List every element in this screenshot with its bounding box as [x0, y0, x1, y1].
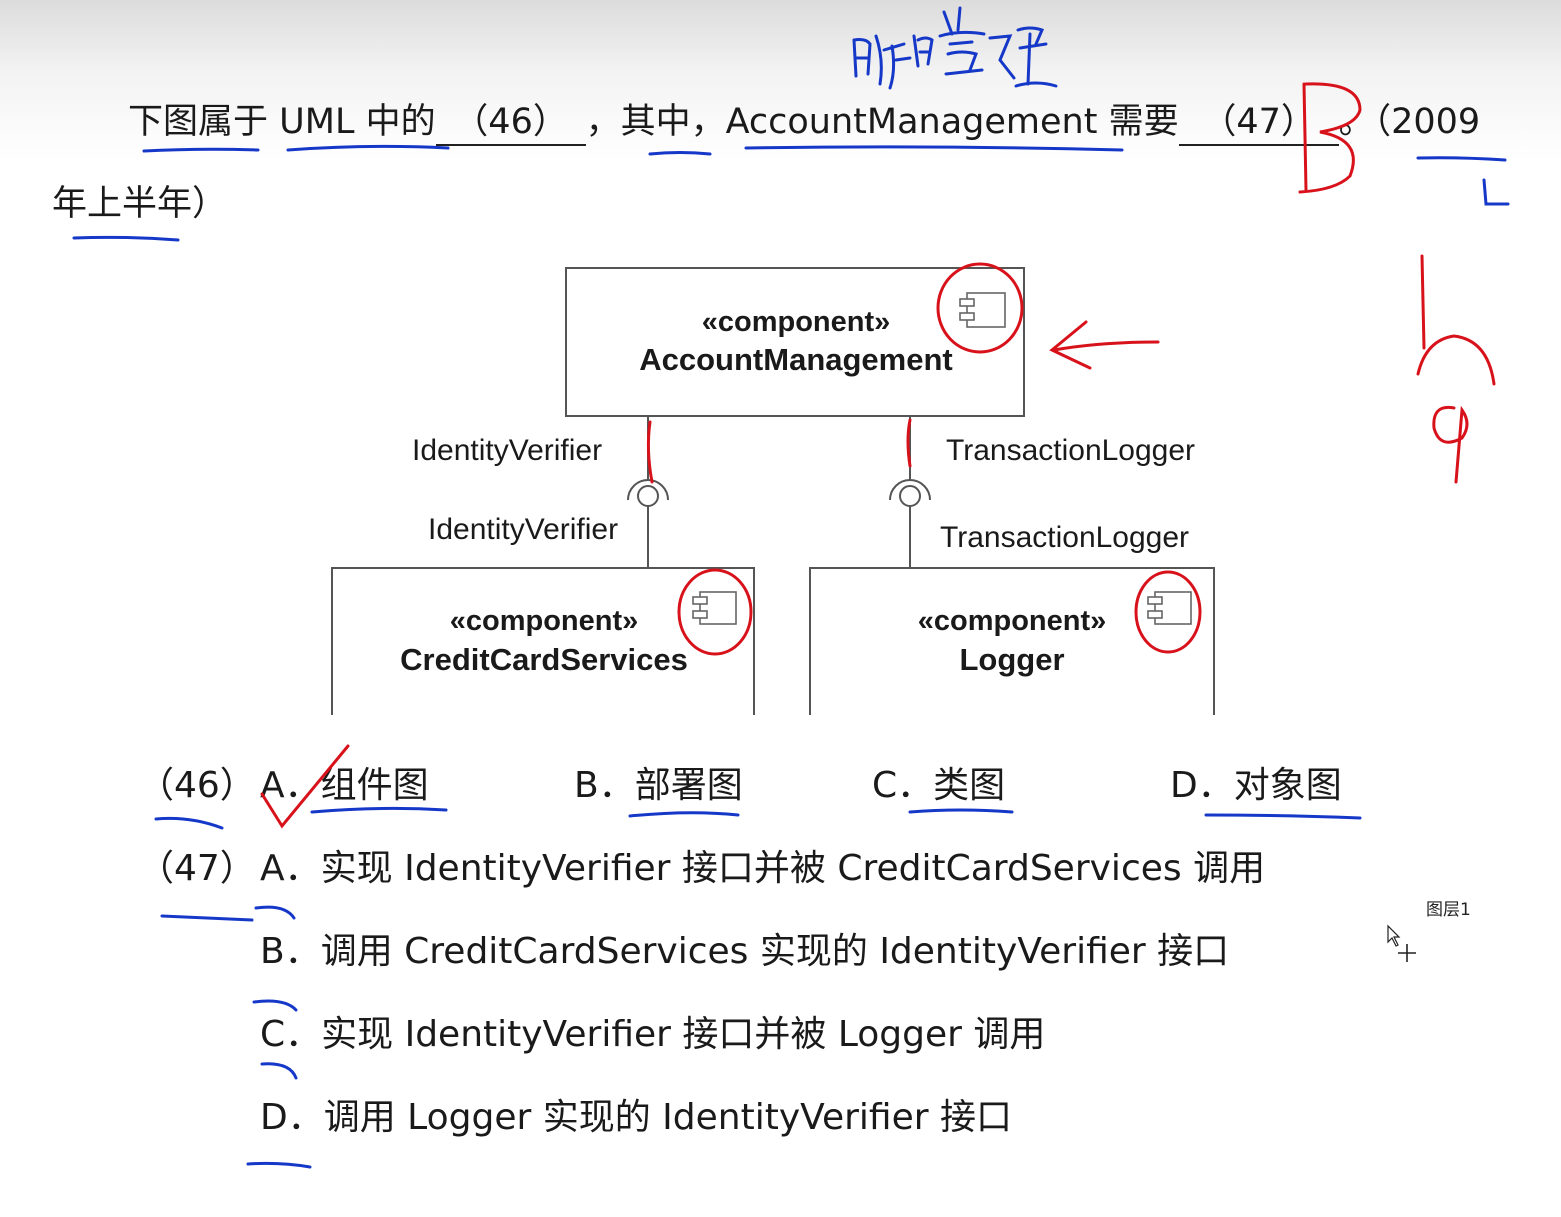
left-component-name: CreditCardServices: [400, 642, 688, 677]
right-lollipop: [899, 485, 921, 507]
question-text-part2: ，其中，AccountManagement 需要: [585, 102, 1179, 142]
top-stereotype: «component»: [701, 306, 891, 338]
q46-option-d-text: 对象图: [1233, 765, 1342, 806]
q47-option-d-letter: D．: [260, 1097, 324, 1138]
right-stereotype: «component»: [917, 605, 1107, 637]
question-line-1: 下图属于 UML 中的（46），其中，AccountManagement 需要（…: [128, 100, 1480, 146]
q46-option-c[interactable]: C．类图: [872, 764, 1005, 808]
q47-option-c[interactable]: C．实现 IdentityVerifier 接口并被 Logger 调用: [260, 1013, 1045, 1057]
question-line-2: 年上半年）: [52, 184, 228, 224]
q46-option-c-letter: C．: [872, 765, 934, 806]
q46-option-c-text: 类图: [933, 765, 1006, 806]
q47-number: （47）: [138, 848, 256, 889]
q46-option-a-letter: A．: [260, 765, 321, 806]
layer-label[interactable]: 图层1: [1426, 900, 1471, 920]
right-provided-label: TransactionLogger: [940, 521, 1190, 554]
q46-option-d[interactable]: D．对象图: [1170, 764, 1342, 808]
left-provided-label: IdentityVerifier: [428, 513, 619, 546]
q46-option-d-letter: D．: [1170, 765, 1234, 806]
q47-option-a-letter: A．: [260, 848, 321, 889]
q46-option-b-text: 部署图: [634, 765, 743, 806]
q47-option-d-text: 调用 Logger 实现的 IdentityVerifier 接口: [323, 1097, 1012, 1138]
right-required-label: TransactionLogger: [946, 434, 1196, 467]
right-component-name: Logger: [959, 642, 1065, 677]
question-text-part1: 下图属于 UML 中的: [128, 102, 436, 142]
top-component-name: AccountManagement: [639, 342, 953, 377]
q47-option-b[interactable]: B．调用 CreditCardServices 实现的 IdentityVeri…: [260, 930, 1229, 974]
q46-number: （46）: [138, 765, 256, 806]
left-stereotype: «component»: [449, 605, 639, 637]
question-text-part3: 。（2009: [1338, 102, 1481, 142]
q47-option-b-text: 调用 CreditCardServices 实现的 IdentityVerifi…: [320, 931, 1230, 972]
q46-option-a-text: 组件图: [320, 765, 429, 806]
left-lollipop: [637, 485, 659, 507]
q46-option-b[interactable]: B．部署图: [574, 764, 743, 808]
blank-47: （47）: [1178, 100, 1339, 146]
left-socket: [627, 479, 669, 501]
blank-46: （46）: [435, 100, 586, 146]
q47-option-b-letter: B．: [260, 931, 321, 972]
q46-option-a[interactable]: A．组件图: [260, 764, 429, 808]
right-socket: [889, 479, 931, 501]
q46-option-b-letter: B．: [574, 765, 635, 806]
q47-option-c-letter: C．: [260, 1014, 322, 1055]
credit-card-services-box: [331, 567, 755, 715]
q47-option-a[interactable]: A．实现 IdentityVerifier 接口并被 CreditCardSer…: [260, 847, 1265, 891]
q47-option-d[interactable]: D．调用 Logger 实现的 IdentityVerifier 接口: [260, 1096, 1012, 1140]
q47-option-a-text: 实现 IdentityVerifier 接口并被 CreditCardServi…: [320, 848, 1266, 889]
left-required-label: IdentityVerifier: [412, 434, 603, 467]
account-management-box: [565, 267, 1025, 417]
logger-box: [809, 567, 1215, 715]
q47-option-c-text: 实现 IdentityVerifier 接口并被 Logger 调用: [321, 1014, 1046, 1055]
